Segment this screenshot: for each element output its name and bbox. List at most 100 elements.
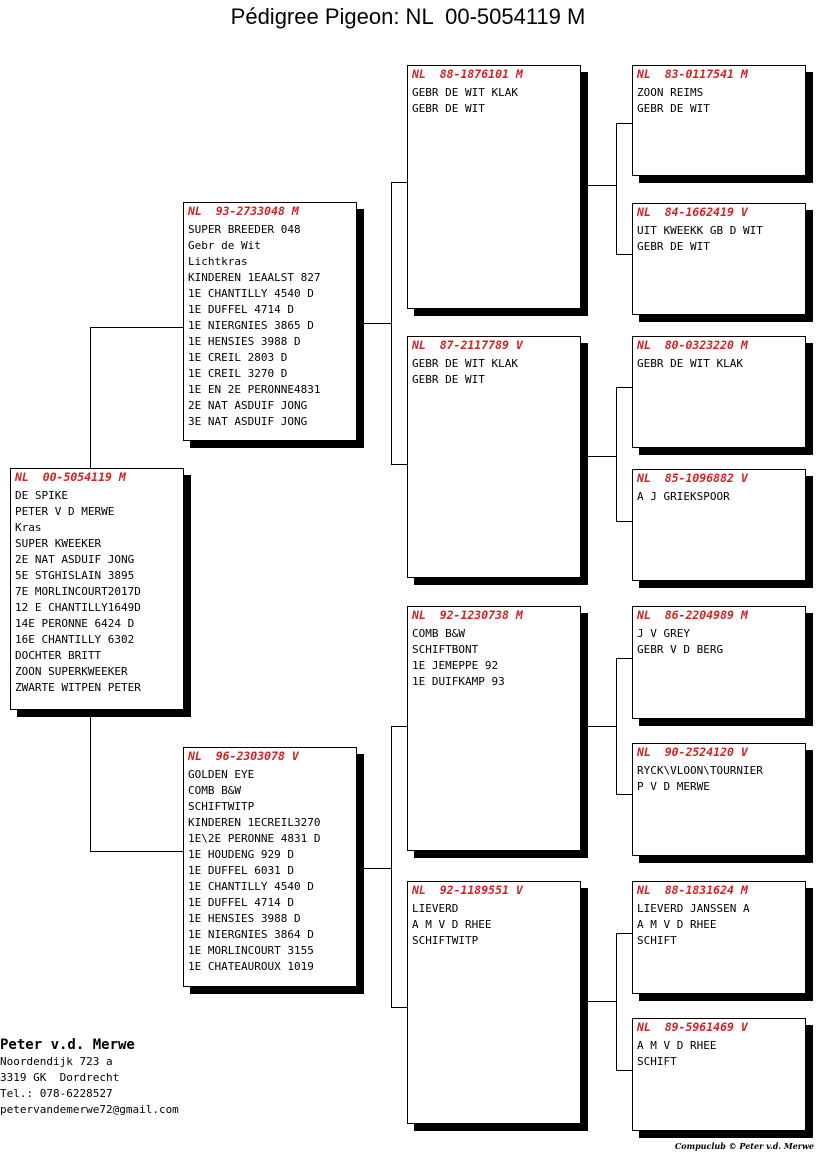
pigeon-detail-line: 1E DUIFKAMP 93 <box>412 675 505 688</box>
owner-phone: Tel.: 078-6228527 <box>0 1087 113 1100</box>
ring-number: NL 87-2117789 V <box>412 338 523 352</box>
pigeon-detail-line: 1E DUFFEL 4714 D <box>188 896 294 909</box>
pigeon-detail-line: J V GREY <box>637 627 690 640</box>
ring-number: NL 90-2524120 V <box>637 745 748 759</box>
connector-line <box>616 387 617 521</box>
connector-line <box>580 185 616 186</box>
pigeon-detail-line: UIT KWEEKK GB D WIT <box>637 224 763 237</box>
connector-line <box>90 327 184 328</box>
pigeon-card-great-grandparent-7: NL 88-1831624 M LIEVERD JANSSEN A A M V D… <box>632 881 806 994</box>
connector-line <box>580 456 616 457</box>
pigeon-detail-line: SCHIFT <box>637 1055 677 1068</box>
connector-line <box>90 327 91 468</box>
pigeon-detail-line: Kras <box>15 521 42 534</box>
pigeon-card-great-grandparent-3: NL 80-0323220 M GEBR DE WIT KLAK <box>632 336 806 448</box>
pigeon-detail-line: 1E CHANTILLY 4540 D <box>188 287 314 300</box>
pigeon-detail-line: 1E JEMEPPE 92 <box>412 659 499 672</box>
ring-number: NL 86-2204989 M <box>637 608 748 622</box>
ring-number: NL 88-1876101 M <box>412 67 523 81</box>
pigeon-detail-line: DE SPIKE <box>15 489 68 502</box>
copyright-footer: Compuclub © Peter v.d. Merwe <box>674 1141 814 1151</box>
connector-line <box>616 933 633 934</box>
pigeon-detail-line: 1E CREIL 3270 D <box>188 367 288 380</box>
ring-number: NL 93-2733048 M <box>188 204 299 218</box>
pigeon-detail-line: 1E CHATEAUROUX 1019 <box>188 960 314 973</box>
pigeon-detail-line: GOLDEN EYE <box>188 768 255 781</box>
pigeon-detail-line: 16E CHANTILLY 6302 <box>15 633 135 646</box>
pigeon-detail-line: SCHIFT <box>637 934 677 947</box>
pigeon-detail-line: 3E NAT ASDUIF JONG <box>188 415 308 428</box>
pigeon-card-great-grandparent-4: NL 85-1096882 V A J GRIEKSPOOR <box>632 469 806 581</box>
connector-line <box>616 521 633 522</box>
pigeon-detail-line: 1E NIERGNIES 3864 D <box>188 928 314 941</box>
connector-line <box>616 254 633 255</box>
pigeon-card-subject: NL 00-5054119 M DE SPIKE PETER V D MERWE K… <box>10 468 184 710</box>
connector-line <box>616 123 633 124</box>
connector-line <box>391 1007 408 1008</box>
pigeon-detail-line: KINDEREN 1ECREIL3270 <box>188 816 321 829</box>
pigeon-detail-line: RYCK\VLOON\TOURNIER <box>637 764 763 777</box>
connector-line <box>616 387 633 388</box>
ring-number: NL 84-1662419 V <box>637 205 748 219</box>
pigeon-detail-line: SUPER BREEDER 048 <box>188 223 301 236</box>
pigeon-detail-line: GEBR DE WIT <box>637 102 710 115</box>
connector-line <box>90 851 184 852</box>
pigeon-details: A J GRIEKSPOOR <box>637 489 801 505</box>
pigeon-detail-line: 2E NAT ASDUIF JONG <box>188 399 308 412</box>
pigeon-detail-line: 1E HOUDENG 929 D <box>188 848 294 861</box>
pigeon-detail-line: GEBR DE WIT <box>637 240 710 253</box>
pigeon-detail-line: 1E DUFFEL 4714 D <box>188 303 294 316</box>
pigeon-detail-line: LIEVERD <box>412 902 459 915</box>
pigeon-details: A M V D RHEE SCHIFT <box>637 1038 801 1070</box>
connector-line <box>616 794 633 795</box>
connector-line <box>616 933 617 1070</box>
pigeon-detail-line: 1E DUFFEL 6031 D <box>188 864 294 877</box>
connector-line <box>391 726 408 727</box>
connector-line <box>391 182 392 464</box>
connector-line <box>616 658 633 659</box>
connector-line <box>616 1070 633 1071</box>
pigeon-detail-line: GEBR DE WIT KLAK <box>412 357 518 370</box>
pigeon-detail-line: 5E STGHISLAIN 3895 <box>15 569 135 582</box>
pigeon-detail-line: 1E HENSIES 3988 D <box>188 912 301 925</box>
ring-number: NL 00-5054119 M <box>15 470 126 484</box>
connector-line <box>356 868 391 869</box>
ring-number: NL 85-1096882 V <box>637 471 748 485</box>
pigeon-detail-line: A M V D RHEE <box>637 1039 717 1052</box>
connector-line <box>90 710 91 851</box>
ring-number: NL 88-1831624 M <box>637 883 748 897</box>
pigeon-detail-line: P V D MERWE <box>637 780 710 793</box>
connector-line <box>391 464 408 465</box>
connector-line <box>580 1001 616 1002</box>
owner-info: Peter v.d. Merwe Noordendijk 723 a 3319 … <box>0 1036 179 1118</box>
pigeon-detail-line: 14E PERONNE 6424 D <box>15 617 135 630</box>
connector-line <box>391 182 408 183</box>
ring-number: NL 92-1230738 M <box>412 608 523 622</box>
pigeon-detail-line: SCHIFTWITP <box>412 934 479 947</box>
pigeon-detail-line: COMB B&W <box>188 784 241 797</box>
pigeon-detail-line: A M V D RHEE <box>637 918 717 931</box>
ring-number: NL 96-2303078 V <box>188 749 299 763</box>
owner-name: Peter v.d. Merwe <box>0 1037 135 1053</box>
pigeon-detail-line: 7E MORLINCOURT2017D <box>15 585 141 598</box>
page-title: Pédigree Pigeon: NL 00-5054119 M <box>230 4 586 29</box>
pigeon-details: GEBR DE WIT KLAK <box>637 356 801 372</box>
pigeon-details: RYCK\VLOON\TOURNIER P V D MERWE <box>637 763 801 795</box>
pigeon-detail-line: 1E CREIL 2803 D <box>188 351 288 364</box>
owner-city: 3319 GK Dordrecht <box>0 1071 120 1084</box>
connector-line <box>356 323 391 324</box>
pigeon-detail-line: 12 E CHANTILLY1649D <box>15 601 141 614</box>
pigeon-detail-line: PETER V D MERWE <box>15 505 115 518</box>
connector-line <box>391 726 392 1007</box>
pigeon-detail-line: LIEVERD JANSSEN A <box>637 902 750 915</box>
pigeon-detail-line: A M V D RHEE <box>412 918 492 931</box>
